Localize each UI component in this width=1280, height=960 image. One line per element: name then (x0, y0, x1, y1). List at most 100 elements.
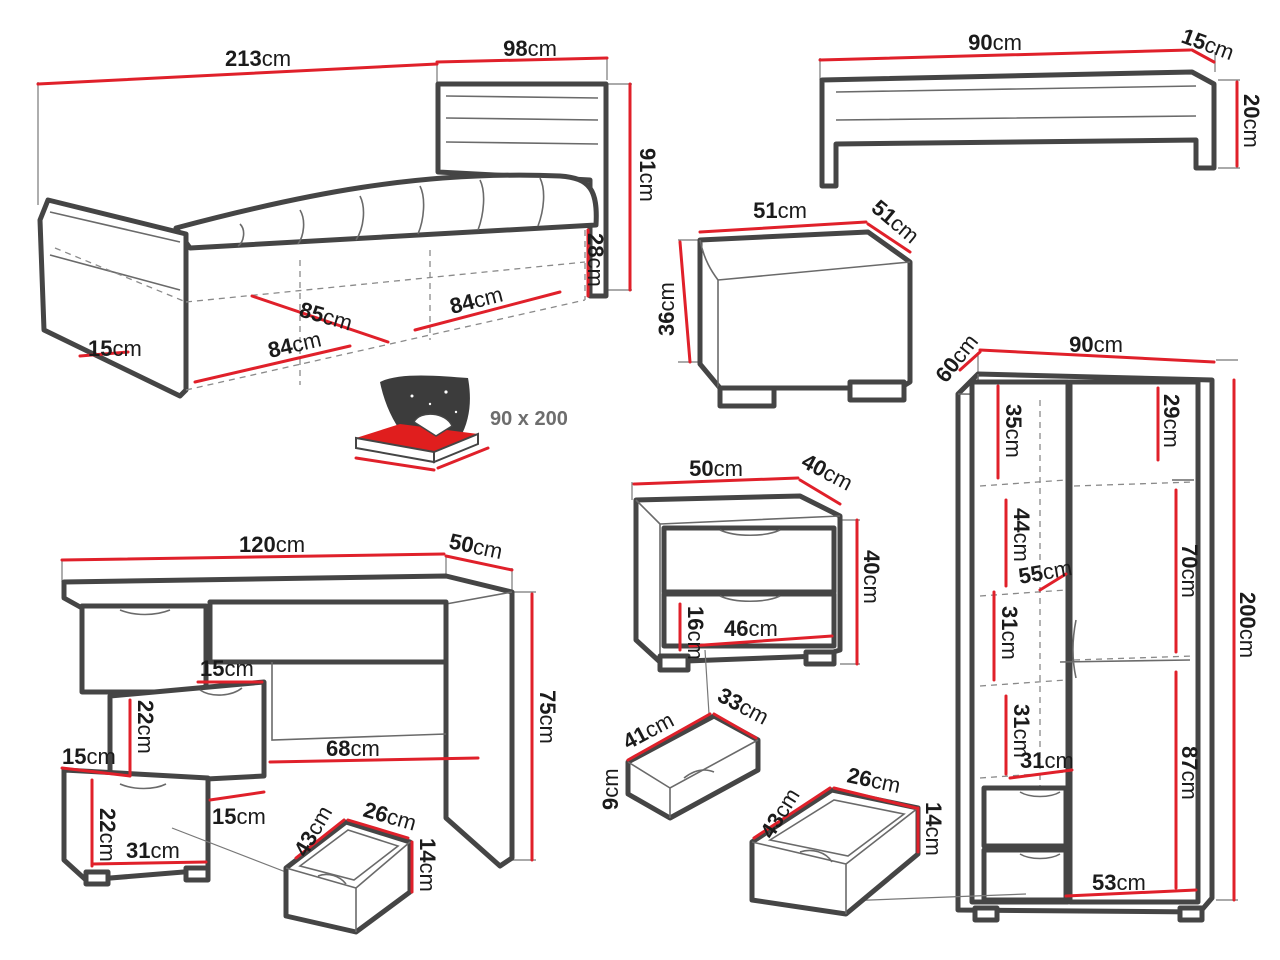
wardrobe-shelf-b-unit: cm (1009, 532, 1034, 561)
svg-text:31cm: 31cm (126, 838, 180, 863)
desk-inner-b-value: 22 (95, 808, 120, 832)
wardrobe-drawer-height-value: 14 (921, 802, 946, 827)
svg-text:15cm: 15cm (212, 804, 266, 829)
svg-text:20cm: 20cm (1239, 94, 1264, 148)
wardrobe-hang-b-unit: cm (1177, 770, 1202, 799)
desk-drawing: 120cm 50cm 75cm 68cm 15cm 15cm 15cm 22cm… (60, 528, 560, 887)
wardrobe-bottom-width-value: 53 (1092, 870, 1116, 895)
nightstand-drawer-height-unit: cm (598, 768, 623, 797)
wardrobe-width-value: 90 (1069, 332, 1093, 357)
wardrobe-shelf-a-value: 35 (1001, 404, 1026, 428)
mattress-size-caption: 90 x 200 (490, 408, 568, 430)
wardrobe-hang-top-value: 29 (1159, 394, 1184, 418)
mattress-icon: 90 x 200 (354, 375, 568, 472)
nightstand-height-unit: cm (859, 574, 884, 603)
svg-text:22cm: 22cm (133, 700, 158, 754)
svg-text:31cm: 31cm (1009, 704, 1034, 758)
bed-side-height-unit: cm (583, 257, 608, 286)
bed-drawing: 213cm 98cm 91cm 28cm 85cm 84cm 84cm 15cm (36, 36, 660, 399)
svg-text:14cm: 14cm (921, 802, 946, 856)
bed-inner-d-unit: cm (112, 336, 141, 361)
desk-drawer-drawing: 43cm 26cm 14cm (283, 797, 440, 935)
wardrobe-drawer-drawing: 43cm 26cm 14cm (749, 762, 946, 917)
desk-depth-unit: cm (471, 534, 505, 565)
nightstand-drawer-height-value: 9 (598, 798, 623, 810)
svg-text:200cm: 200cm (1235, 592, 1260, 658)
wardrobe-drawer-height-unit: cm (921, 826, 946, 855)
nightstand-width-value: 50 (689, 456, 713, 481)
desk-width-value: 120 (239, 532, 276, 557)
svg-text:26cm: 26cm (845, 762, 903, 798)
wardrobe-inner-depth-b-value: 31 (1020, 748, 1044, 773)
nightstand-height-value: 40 (859, 550, 884, 574)
pouf-height-value: 36 (654, 312, 679, 336)
desk-step-c-value: 15 (212, 804, 236, 829)
svg-text:53cm: 53cm (1092, 870, 1146, 895)
desk-drawer-width-unit: cm (384, 804, 419, 836)
bed-length-value: 213 (225, 46, 262, 71)
pouf-width-value: 51 (753, 198, 777, 223)
pouf-height-unit: cm (654, 282, 679, 311)
desk-inner-width-value: 31 (126, 838, 150, 863)
wardrobe-inner-depth-b-unit: cm (1044, 748, 1073, 773)
svg-text:36cm: 36cm (654, 282, 679, 336)
desk-step-a-value: 15 (200, 656, 224, 681)
pouf-drawing: 51cm 51cm 36cm (654, 195, 924, 409)
wall-shelf-drawing: 90cm 15cm 20cm (818, 23, 1264, 189)
wardrobe-height-unit: cm (1235, 629, 1260, 658)
desk-height-unit: cm (535, 714, 560, 743)
nightstand-width-unit: cm (714, 456, 743, 481)
wardrobe-inner-depth-a-value: 55 (1017, 560, 1045, 589)
svg-text:98cm: 98cm (503, 36, 557, 61)
desk-step-b-value: 15 (62, 744, 86, 769)
desk-drawer-height-value: 14 (415, 838, 440, 863)
svg-text:55cm: 55cm (1017, 555, 1074, 589)
desk-step-b-unit: cm (86, 744, 115, 769)
svg-text:50cm: 50cm (447, 528, 505, 564)
wardrobe-shelf-c-value: 31 (997, 606, 1022, 630)
svg-text:15cm: 15cm (200, 656, 254, 681)
shelf-height-value: 20 (1239, 94, 1264, 118)
wardrobe-height-value: 200 (1235, 592, 1260, 629)
svg-text:15cm: 15cm (1178, 23, 1237, 65)
wardrobe-width-unit: cm (1094, 332, 1123, 357)
desk-step-c-unit: cm (236, 804, 265, 829)
wardrobe-drawer-width-value: 26 (845, 762, 874, 792)
shelf-width-value: 90 (968, 30, 992, 55)
desk-knee-width-value: 68 (326, 736, 350, 761)
svg-text:15cm: 15cm (88, 336, 142, 361)
svg-text:70cm: 70cm (1177, 544, 1202, 598)
svg-text:90cm: 90cm (968, 30, 1022, 55)
svg-text:31cm: 31cm (997, 606, 1022, 660)
svg-text:87cm: 87cm (1177, 746, 1202, 800)
wardrobe-drawing: 90cm 60cm 200cm 35cm 44cm 31cm 31cm 55cm… (817, 329, 1260, 923)
svg-text:50cm: 50cm (689, 456, 743, 481)
bed-height-unit: cm (635, 172, 660, 201)
bed-depth-value: 98 (503, 36, 527, 61)
svg-text:75cm: 75cm (535, 690, 560, 744)
wardrobe-hang-top-unit: cm (1159, 418, 1184, 447)
shelf-width-unit: cm (993, 30, 1022, 55)
wardrobe-inner-depth-a-unit: cm (1041, 555, 1074, 585)
svg-text:28cm: 28cm (583, 233, 608, 287)
svg-text:91cm: 91cm (635, 148, 660, 202)
shelf-height-unit: cm (1239, 118, 1264, 147)
bed-side-height-value: 28 (583, 233, 608, 257)
nightstand-inner-height-value: 16 (683, 606, 708, 630)
svg-text:51cm: 51cm (753, 198, 807, 223)
wardrobe-drawer-width-unit: cm (869, 768, 903, 799)
wardrobe-hang-b-value: 87 (1177, 746, 1202, 770)
bed-height-value: 91 (635, 148, 660, 172)
svg-text:213cm: 213cm (225, 46, 291, 71)
svg-text:84cm: 84cm (266, 326, 324, 362)
svg-text:29cm: 29cm (1159, 394, 1184, 448)
pouf-width-unit: cm (778, 198, 807, 223)
bed-depth-unit: cm (528, 36, 557, 61)
wardrobe-hang-a-unit: cm (1177, 568, 1202, 597)
wardrobe-shelf-b-value: 44 (1009, 508, 1034, 533)
svg-text:14cm: 14cm (415, 838, 440, 892)
desk-inner-width-unit: cm (150, 838, 179, 863)
wardrobe-shelf-d-value: 31 (1009, 704, 1034, 728)
svg-text:40cm: 40cm (859, 550, 884, 604)
